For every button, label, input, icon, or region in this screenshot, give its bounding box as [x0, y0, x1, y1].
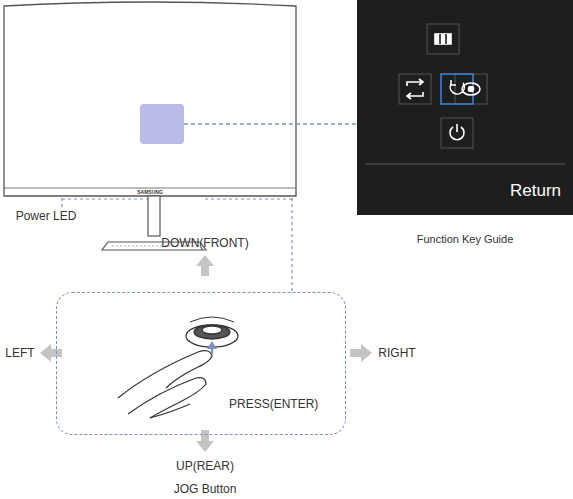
monitor-screen: [4, 2, 296, 196]
direction-label: UP(REAR): [176, 459, 234, 473]
leader-line: [291, 198, 292, 292]
direction-label: RIGHT: [378, 346, 415, 360]
leader-line: [184, 123, 356, 124]
panel-caption: Function Key Guide: [417, 232, 514, 246]
jog-area: PRESS(ENTER): [56, 292, 346, 435]
button-label: Return: [510, 181, 561, 201]
press-label: PRESS(ENTER): [229, 397, 318, 411]
monitor-neck: [148, 196, 160, 236]
finger: [118, 351, 212, 418]
part-label: Power LED: [16, 209, 77, 223]
direction-label: LEFT: [5, 346, 34, 360]
direction-label: DOWN(FRONT): [161, 236, 248, 250]
monitor-bezel: [4, 188, 296, 189]
brand-logo: SAMSUNG: [137, 189, 163, 196]
direction-arrows: [40, 255, 372, 452]
jog-highlight: [140, 104, 184, 144]
function-key-panel: ReturnFunction Key Guide: [357, 0, 573, 215]
part-label: JOG Button: [174, 482, 237, 496]
